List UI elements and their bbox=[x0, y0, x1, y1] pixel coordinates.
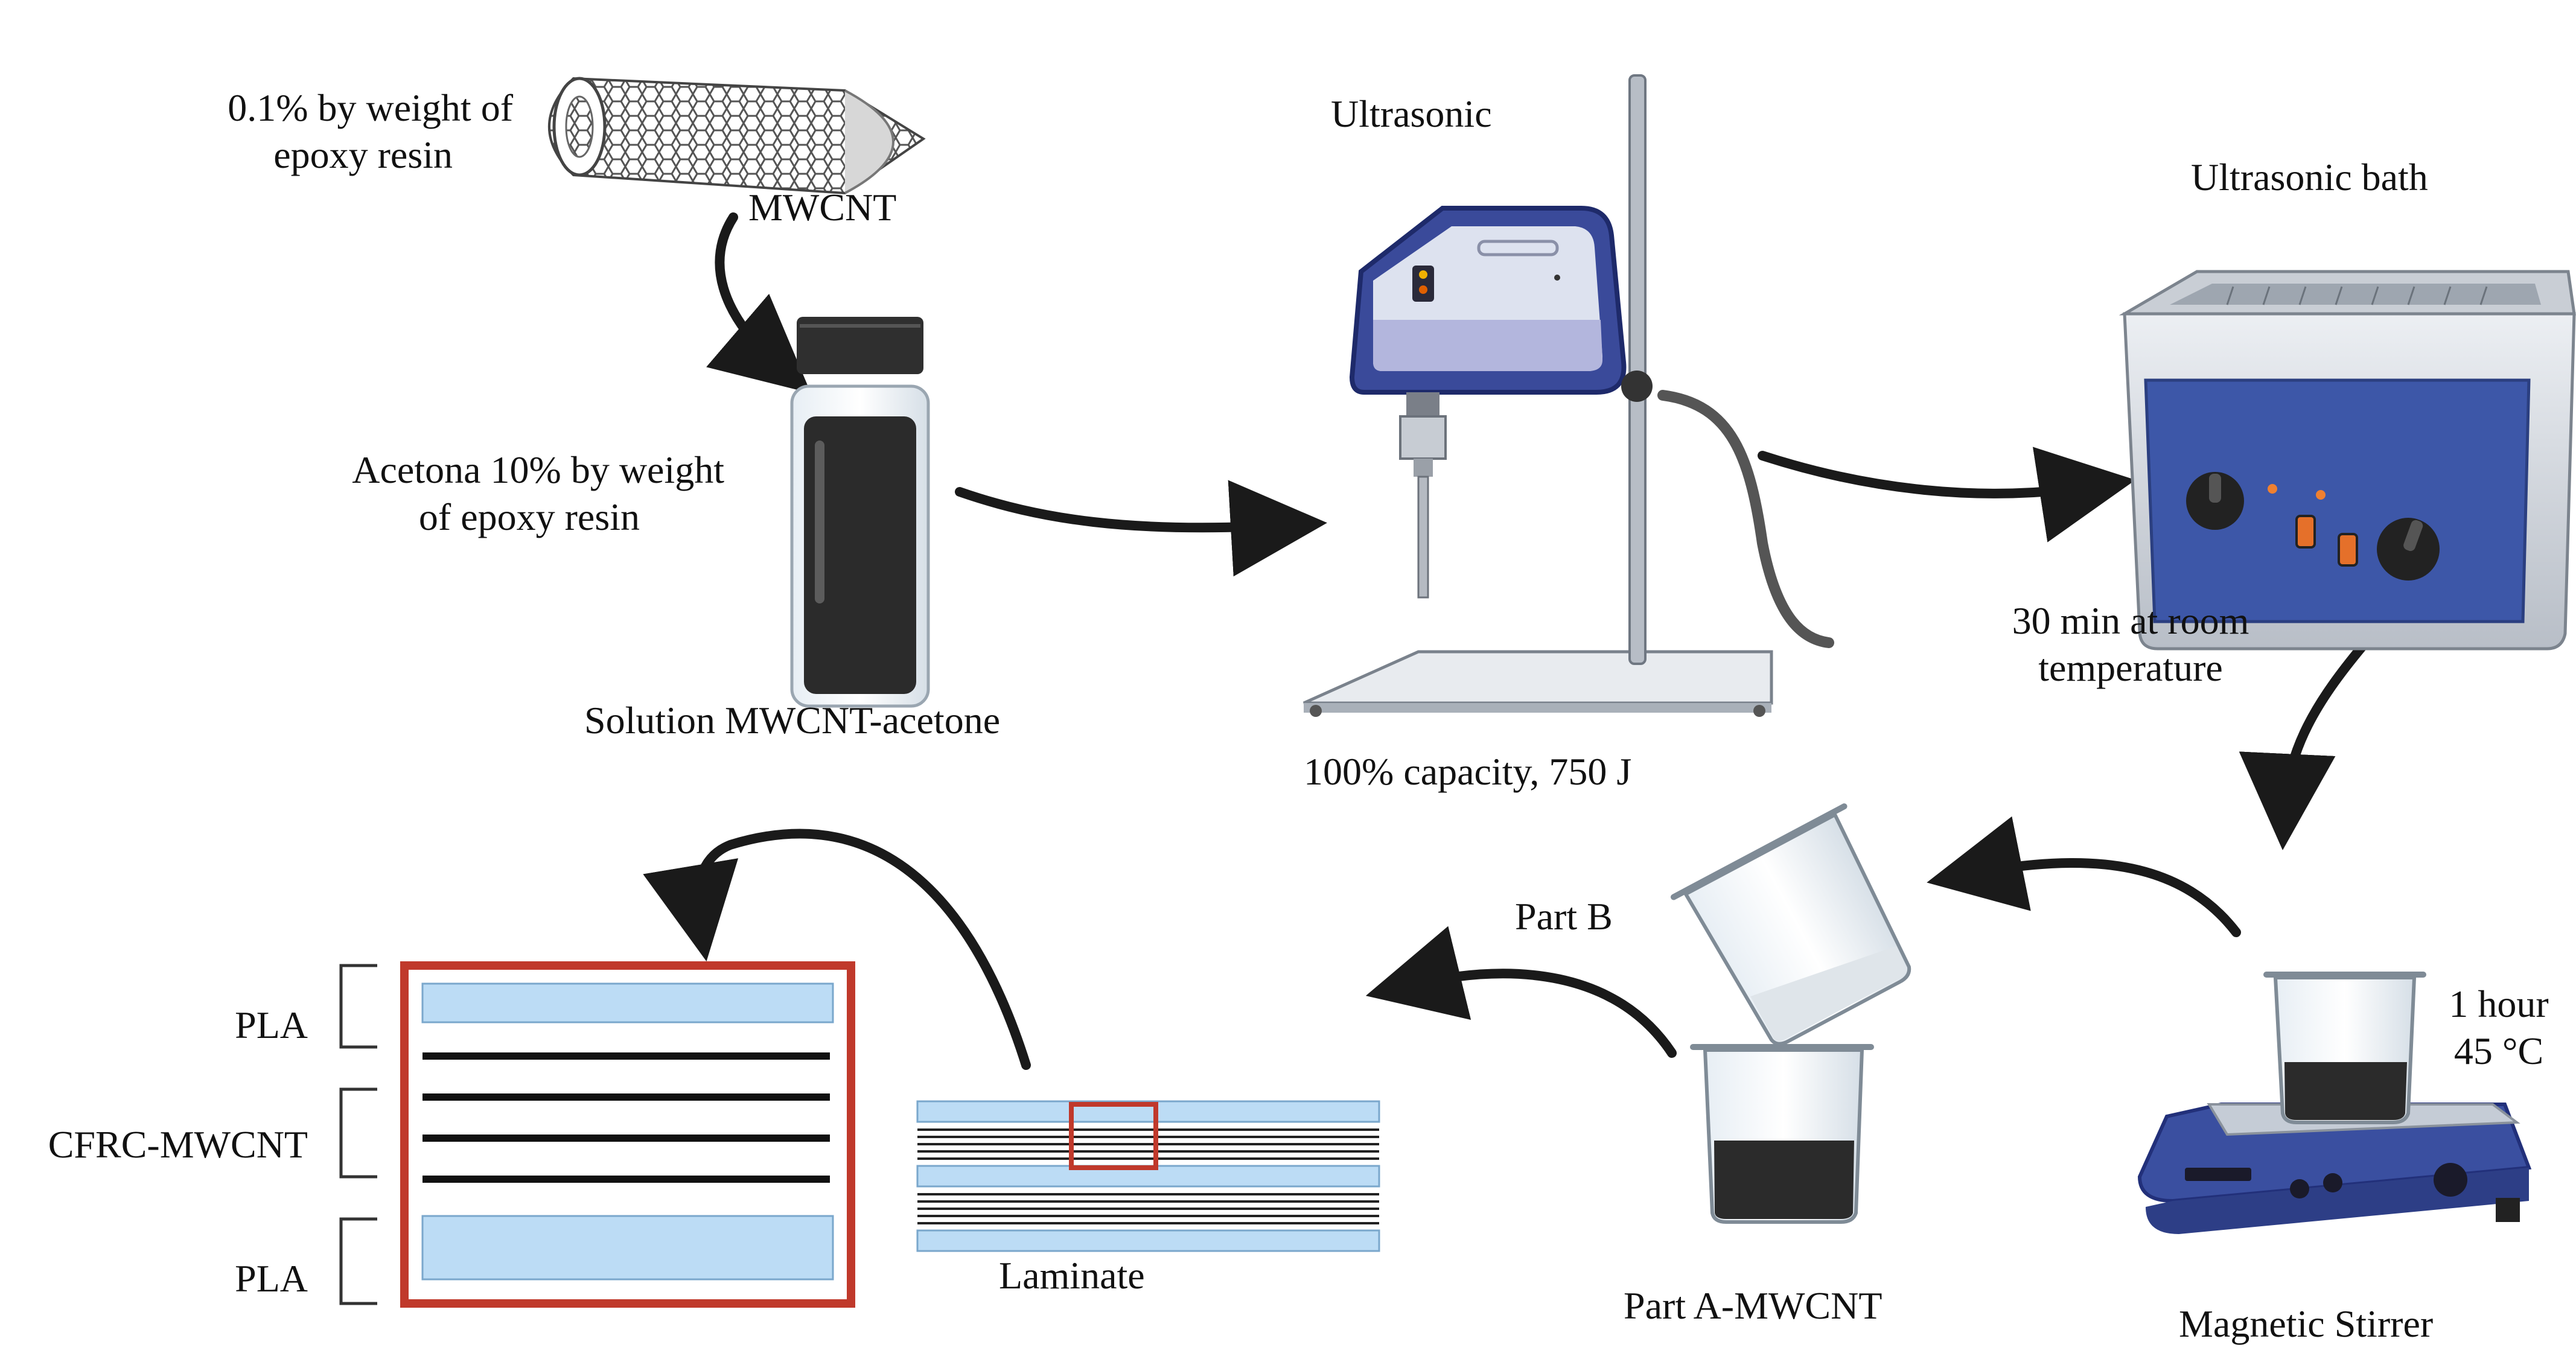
ultrasonic-capacity-label: 100% capacity, 750 J bbox=[1304, 750, 1632, 793]
vial-icon bbox=[790, 317, 930, 708]
part-a-label: Part A-MWCNT bbox=[1624, 1284, 1883, 1327]
acetona-label: Acetona 10% by weight of epoxy resin bbox=[352, 448, 724, 538]
laminate-label: Laminate bbox=[999, 1254, 1145, 1297]
ultrasonic-label: Ultrasonic bbox=[1331, 92, 1492, 135]
mwcnt-label: MWCNT bbox=[748, 186, 897, 229]
flow-arrows bbox=[643, 212, 2368, 1070]
arrow-sonicator-to-bath bbox=[1758, 447, 2136, 543]
layer-bottom-label: PLA bbox=[235, 1257, 308, 1300]
sonicator-icon bbox=[1302, 74, 1834, 717]
nanotube-icon bbox=[548, 77, 926, 195]
part-b-label: Part B bbox=[1515, 895, 1613, 938]
pouring-beaker-icon bbox=[1671, 803, 1911, 1046]
bath-time-label: 30 min at room temperature bbox=[2012, 599, 2249, 689]
magnetic-stirrer-icon bbox=[2137, 972, 2532, 1234]
layer-brackets bbox=[339, 964, 377, 1305]
arrow-bath-to-stirrer bbox=[2239, 641, 2368, 850]
arrow-laminate-to-layers bbox=[643, 829, 1031, 1070]
layer-middle-label: CFRC-MWCNT bbox=[48, 1123, 308, 1166]
laminate-icon bbox=[916, 1100, 1380, 1252]
magnetic-stirrer-label: Magnetic Stirrer bbox=[2179, 1302, 2434, 1345]
layer-zoom-frame bbox=[400, 961, 855, 1308]
solution-label: Solution MWCNT-acetone bbox=[584, 699, 1001, 742]
arrow-stirrer-to-beakers bbox=[1927, 816, 2241, 937]
beaker-icon bbox=[1690, 1044, 1874, 1224]
arrow-nanotube-to-vial bbox=[706, 212, 811, 393]
stirrer-time-label: 1 hour 45 °C bbox=[2449, 982, 2549, 1072]
arrow-vial-to-sonicator bbox=[955, 480, 1327, 577]
ultrasonic-bath-label: Ultrasonic bath bbox=[2191, 156, 2428, 199]
mwcnt-ratio-label: 0.1% by weight of epoxy resin bbox=[228, 86, 513, 176]
ultrasonic-bath-icon bbox=[2119, 270, 2576, 651]
layer-top-label: PLA bbox=[235, 1004, 308, 1046]
arrow-beakers-to-laminate bbox=[1365, 926, 1677, 1058]
